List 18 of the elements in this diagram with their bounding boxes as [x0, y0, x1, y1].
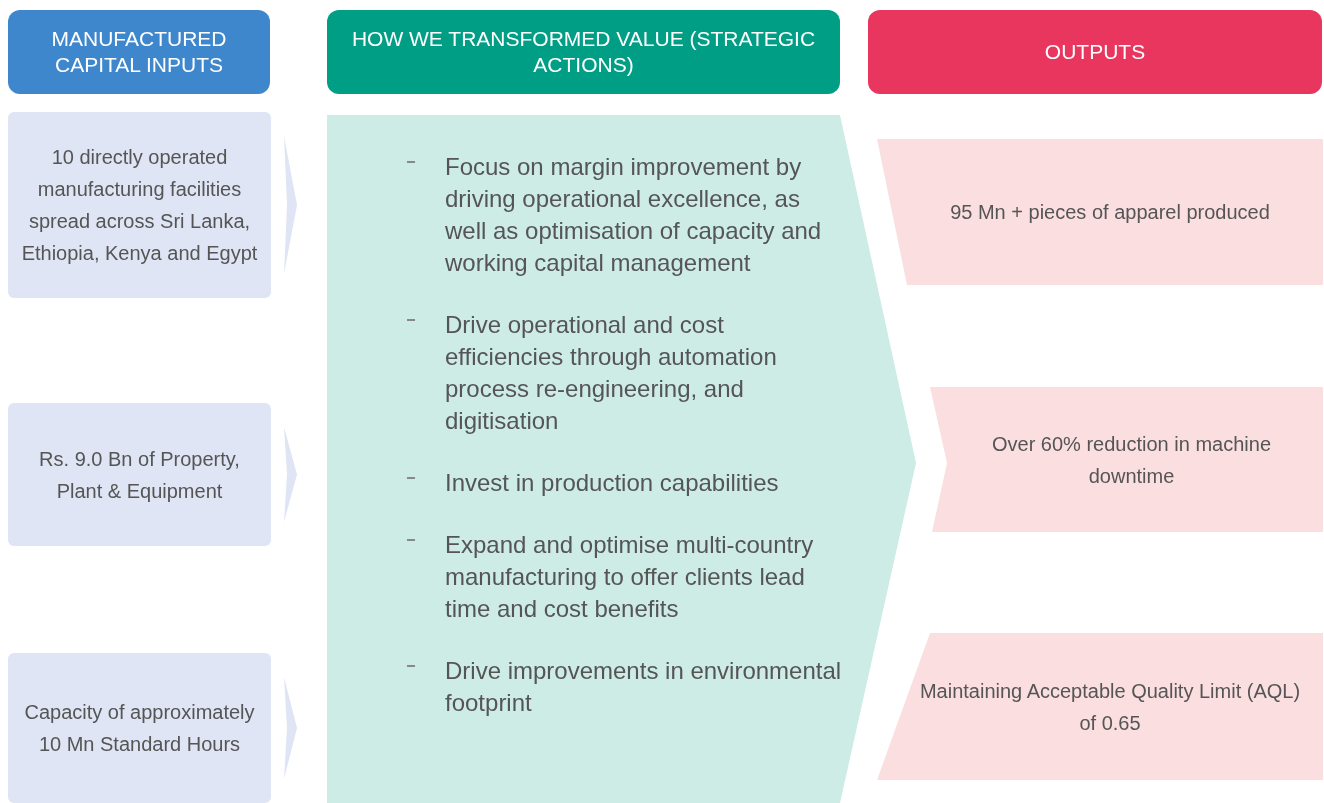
output-text: Over 60% reduction in machine downtime — [990, 431, 1272, 489]
bullet-text: Expand and optimise multi-country manufacturing to offer clients lead time and cost benefits — [445, 530, 815, 624]
column-header: MANUFACTURED CAPITAL INPUTS — [8, 10, 270, 94]
strategy-chevron — [327, 115, 916, 803]
input-box: Capacity of approximately 10 Mn Standard Hours — [8, 653, 271, 803]
output-shape — [877, 139, 1323, 285]
column-header: OUTPUTS — [868, 10, 1322, 94]
bullet-text: Invest in production capabilities — [445, 468, 779, 498]
input-box: Rs. 9.0 Bn of Property, Plant & Equipment — [8, 403, 271, 546]
column-header: HOW WE TRANSFORMED VALUE (STRATEGIC ACTIONS) — [327, 10, 840, 94]
output-shape — [877, 633, 1323, 780]
bullet-text: Focus on margin improvement by driving operational excellence, as well as optimisation of capacity and working capital management — [445, 152, 823, 278]
bullet-text: Drive operational and cost efficiencies through automation process re-engineering, and digitisation — [445, 310, 778, 436]
output-text: Maintaining Acceptable Quality Limit (AQL) of 0.65 — [918, 678, 1302, 736]
input-box: 10 directly operated manufacturing facilities spread across Sri Lanka, Ethiopia, Kenya and Egypt — [8, 112, 271, 298]
output-shape — [930, 387, 1323, 532]
bullet-text: Drive improvements in environmental footprint — [445, 656, 843, 718]
output-text: 95 Mn + pieces of apparel produced — [950, 200, 1270, 225]
